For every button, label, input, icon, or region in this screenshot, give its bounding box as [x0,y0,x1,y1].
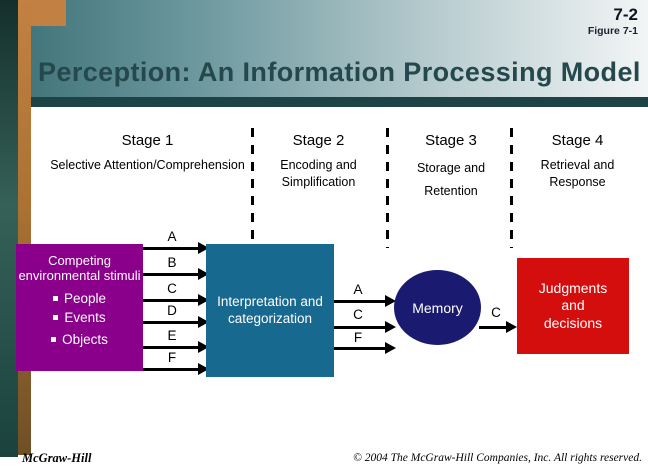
tan-accent-strip [18,0,31,455]
arrow-shaft [143,246,198,250]
arrowhead-icon [198,242,209,254]
bullet-label-objects: Objects [62,331,108,347]
header-divider-bar [0,97,648,107]
arrowhead-icon [385,295,396,307]
stage-2-description: Encoding and Simplification [280,158,357,189]
arrow-shaft [143,320,198,324]
stage-1-header: Stage 1 Selective Attention/Comprehensio… [45,132,250,174]
arrowhead-icon [385,342,396,354]
input-arrow-d [143,316,209,328]
list-item: Objects [16,332,143,347]
list-item: People [16,291,143,306]
left-accent-strip [0,0,18,457]
bullet-label-events: Events [64,309,106,325]
arrowhead-icon [385,321,396,333]
stage-separator-1 [251,128,254,248]
memory-ellipse: Memory [394,270,481,345]
bullet-icon [53,314,59,320]
input-arrow-f [143,363,209,375]
input-arrow-label-d: D [167,303,177,318]
stage-separator-2 [386,128,389,248]
memory-arrow-label-f: F [353,330,363,345]
footer-copyright: © 2004 The McGraw-Hill Companies, Inc. A… [353,452,642,464]
interpretation-box: Interpretation and categorization [206,244,334,377]
arrow-shaft [143,367,198,371]
judgments-box-label: Judgments and decisions [538,279,608,331]
arrow-shaft [479,325,506,329]
header-band [0,0,648,97]
arrowhead-icon [198,268,209,280]
list-item: Events [16,310,143,325]
arrow-shaft [143,298,198,302]
stage-4-header: Stage 4 Retrieval and Response [515,132,640,190]
slide-number: 7-2 [613,5,638,24]
stage-1-description: Selective Attention/Comprehension [50,158,245,172]
competing-stimuli-box: Competing environmental stimuli People E… [16,244,143,371]
input-arrow-label-a: A [167,229,177,244]
arrow-shaft [334,299,385,303]
arrow-shaft [143,272,198,276]
arrowhead-icon [198,341,209,353]
stage-4-description: Retrieval and Response [540,158,615,189]
input-arrow-label-e: E [167,328,177,343]
judgments-box: Judgments and decisions [517,258,629,354]
memory-arrow-label-a: A [353,282,363,297]
stimuli-box-title: Competing environmental stimuli [18,253,141,284]
stage-3-description: Storage and Retention [416,161,486,198]
input-arrow-c [143,294,209,306]
footer-brand: McGraw-Hill [22,451,92,465]
input-arrow-label-b: B [167,255,177,270]
memory-arrow-a [334,295,396,307]
arrowhead-icon [198,363,209,375]
memory-label: Memory [412,299,463,316]
arrowhead-icon [506,321,517,333]
stage-separator-3 [510,128,513,248]
stage-2-title: Stage 2 [292,132,345,149]
bullet-label-people: People [63,290,107,306]
input-arrow-label-f: F [167,350,177,365]
arrow-shaft [334,325,385,329]
output-arrow-label-c: C [491,305,501,320]
memory-arrow-f [334,342,396,354]
stage-1-title: Stage 1 [121,132,174,149]
input-arrow-label-c: C [167,281,177,296]
bullet-icon [51,336,57,342]
figure-label: Figure 7-1 [587,25,638,37]
output-arrow-c [479,321,517,333]
input-arrow-a [143,242,209,254]
stage-4-title: Stage 4 [551,132,604,149]
page-title: Perception: An Information Processing Mo… [38,57,641,87]
arrowhead-icon [198,316,209,328]
stage-3-title: Stage 3 [425,132,477,149]
arrow-shaft [334,346,385,350]
memory-arrow-label-c: C [353,307,363,322]
interpretation-box-label: Interpretation and categorization [217,293,323,326]
input-arrow-e [143,341,209,353]
bullet-icon [52,295,58,301]
arrow-shaft [143,345,198,349]
stage-3-header: Stage 3 Storage and Retention [390,132,512,202]
memory-arrow-c [334,321,396,333]
input-arrow-b [143,268,209,280]
stage-2-header: Stage 2 Encoding and Simplification [256,132,381,190]
arrowhead-icon [198,294,209,306]
